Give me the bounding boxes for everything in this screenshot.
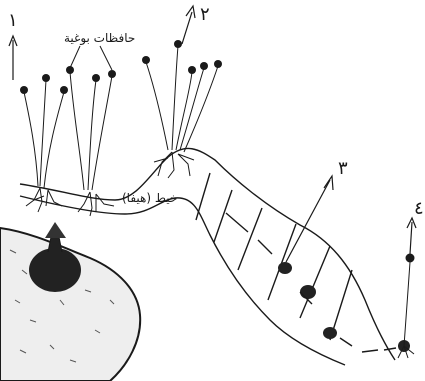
sporangium-icon [20,86,28,94]
number-3: ٣ [338,158,348,179]
number-4: ٤ [414,198,424,219]
sporangiophores-label: حافظات بوغية [64,31,135,46]
arrow-up-icon [45,222,66,238]
zygospores [278,262,410,352]
label-1: ١ [8,10,18,80]
sporangia-middle [142,40,222,74]
label-2: ٢ [182,4,210,44]
sporangia-left [20,66,116,94]
bread-slice-icon [0,228,140,381]
rhizoid-icon [26,188,62,212]
number-1: ١ [8,10,18,31]
bread-substrate [0,222,140,381]
label-4: ٤ [407,198,424,254]
sporangiophores-left [24,72,112,190]
hypha-label: خيط (هيفا) [122,191,177,205]
number-2: ٢ [200,4,210,25]
germinating-mass [29,248,81,292]
sporangiophores-middle [146,46,218,152]
label-3: ٣ [286,158,348,262]
